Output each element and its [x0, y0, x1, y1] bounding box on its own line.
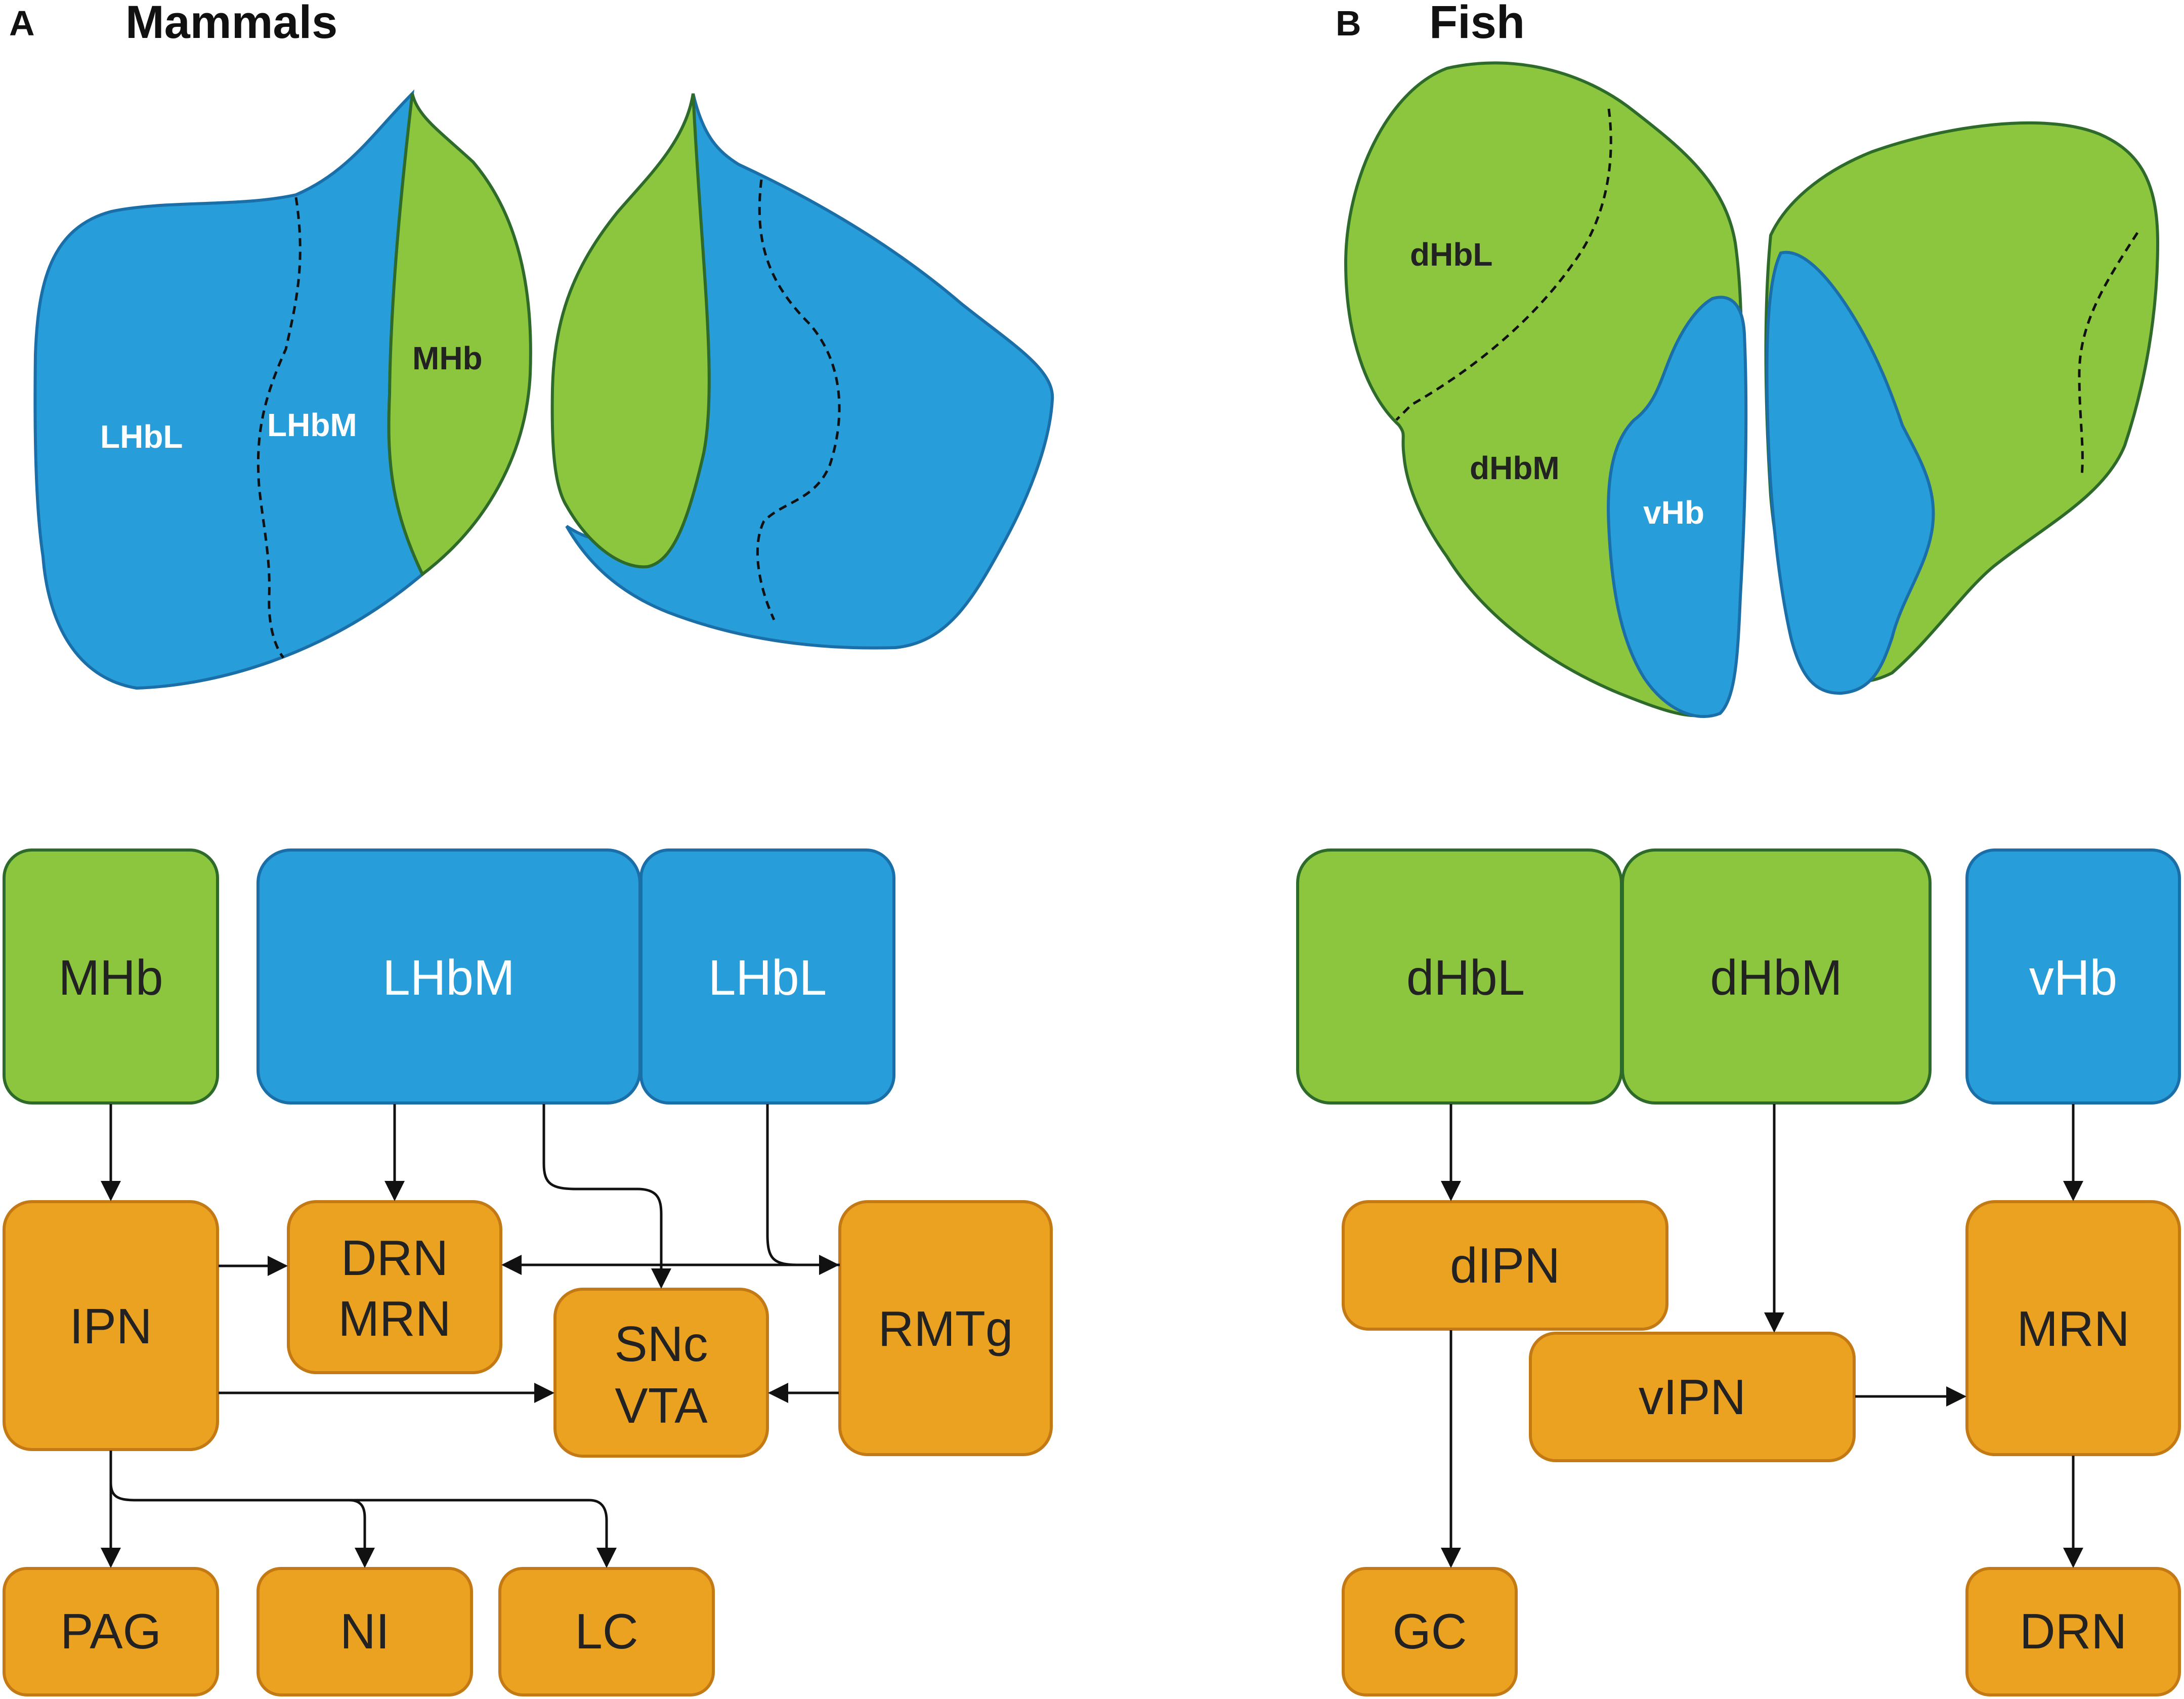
fish-right-habenula — [1764, 121, 2160, 695]
fish-vhb-box — [1965, 848, 2181, 1105]
panel-a-title: Mammals — [125, 0, 337, 48]
mammal-pag-box — [3, 1567, 219, 1696]
mammal-left-medial-habenula-shape — [387, 93, 532, 577]
mammal-left-lateral-habenula-shape — [33, 89, 424, 690]
mammal-left-lhb-divider — [256, 197, 302, 659]
mammal-snc-vta-box — [553, 1288, 769, 1458]
fish-right-dhb-divider — [2078, 232, 2139, 476]
fish-vipn-box-label: vIPN — [1639, 1369, 1746, 1425]
fish-gc-box — [1342, 1567, 1518, 1696]
mammal-mhb-label: MHb — [412, 340, 483, 376]
fish-vhb-label: vHb — [1643, 494, 1704, 531]
fish-dipn-box — [1342, 1200, 1668, 1331]
arrow-lhbm-to-snc — [542, 1104, 671, 1289]
fish-left-dhb-divider — [1395, 108, 1612, 421]
mammal-right-medial-habenula-shape — [550, 93, 711, 569]
fish-dhbl-box-label: dHbL — [1406, 950, 1525, 1005]
mammal-lhbm-label: LHbM — [267, 407, 357, 443]
panel-a-letter: A — [9, 4, 35, 43]
panel-b-title: Fish — [1429, 0, 1525, 48]
mammal-pag-box-label: PAG — [60, 1603, 161, 1659]
mammal-rmtg-box — [838, 1200, 1053, 1456]
mammal-right-habenula — [550, 93, 1054, 650]
mammal-right-lhb-divider — [756, 179, 841, 621]
fish-dhbl-label: dHbL — [1410, 236, 1493, 273]
arrow-ipn-to-lc — [349, 1499, 617, 1568]
fish-left-habenula: dHbL dHbM vHb — [1344, 61, 1748, 718]
panel-b-letter: B — [1336, 4, 1361, 43]
mammal-mrn-label: MRN — [338, 1291, 451, 1346]
mammal-drn-mrn-box — [287, 1200, 502, 1374]
mammal-left-habenula: LHbL LHbM MHb — [33, 89, 532, 690]
mammal-rmtg-box-label: RMTg — [878, 1301, 1013, 1356]
fish-circuit: dHbL dHbM vHb dIPN vIPN MRN GC DRN — [1296, 848, 2181, 1696]
mammal-lhbl-box-label: LHbL — [708, 950, 827, 1005]
mammal-drn-label: DRN — [341, 1230, 448, 1286]
arrow-ipn-to-ni — [109, 1482, 375, 1568]
fish-vhb-box-label: vHb — [2029, 950, 2117, 1005]
mammal-lhbl-box — [639, 848, 895, 1105]
arrow-lhbl-to-rmtg — [766, 1104, 839, 1275]
mammal-lhbl-label: LHbL — [100, 418, 183, 455]
mammal-ipn-box-label: IPN — [69, 1298, 152, 1354]
fish-dipn-box-label: dIPN — [1450, 1238, 1560, 1293]
mammal-mhb-box-label: MHb — [59, 950, 163, 1005]
mammal-ni-box — [256, 1567, 473, 1696]
fish-vipn-box — [1529, 1332, 1856, 1462]
fish-right-ventral-habenula-shape — [1765, 250, 1935, 695]
mammal-ipn-box — [3, 1200, 219, 1451]
fish-gc-box-label: GC — [1393, 1603, 1467, 1659]
mammal-lc-box — [498, 1567, 715, 1696]
fish-dhbm-label: dHbM — [1470, 450, 1560, 486]
fish-mrn-box — [1965, 1200, 2181, 1456]
fish-drn-box — [1965, 1567, 2181, 1696]
mammal-snc-label: SNc — [614, 1316, 708, 1372]
fish-left-ventral-habenula-shape — [1607, 295, 1748, 718]
fish-dhbm-box — [1621, 848, 1932, 1105]
mammal-vta-label: VTA — [615, 1378, 708, 1433]
fish-drn-box-label: DRN — [2020, 1603, 2127, 1659]
mammal-lhbm-box-label: LHbM — [382, 950, 515, 1005]
fish-mrn-box-label: MRN — [2017, 1301, 2129, 1356]
mammal-ni-box-label: NI — [340, 1603, 390, 1659]
mammal-lc-box-label: LC — [575, 1603, 638, 1659]
mammal-mhb-box — [3, 848, 219, 1105]
mammal-circuit: MHb LHbM LHbL IPN DRN MRN SNc VTA RMTg P… — [3, 848, 1053, 1696]
fish-dhbm-box-label: dHbM — [1710, 950, 1842, 1005]
